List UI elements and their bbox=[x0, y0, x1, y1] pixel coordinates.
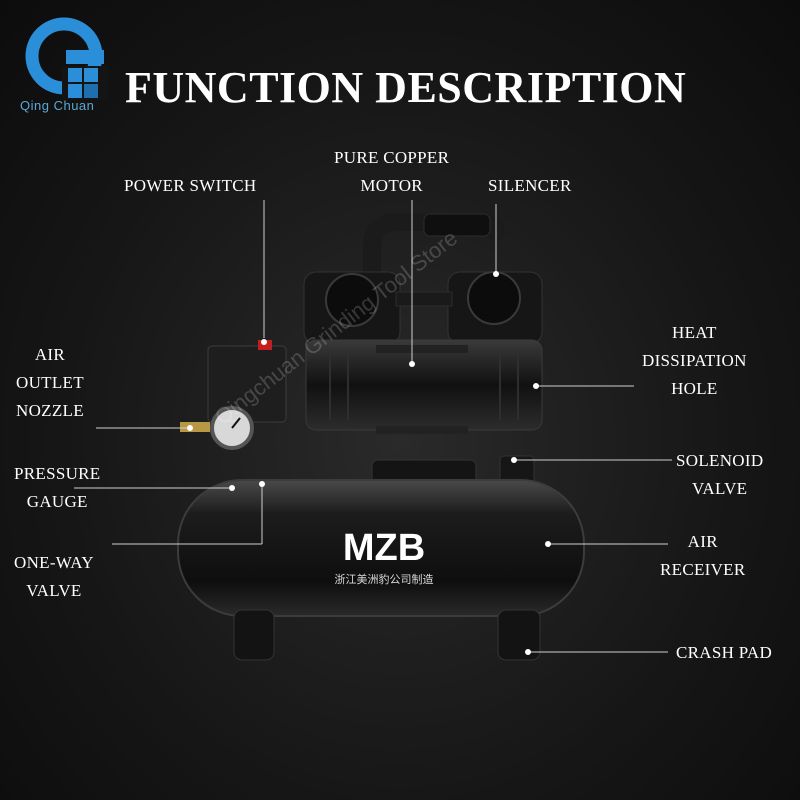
label-line: DISSIPATION bbox=[642, 351, 747, 370]
label-line: VALVE bbox=[26, 581, 82, 600]
label-line: AIR bbox=[687, 532, 718, 551]
label-silencer: SILENCER bbox=[488, 176, 572, 195]
label-air-outlet-nozzle: AIR OUTLET NOZZLE bbox=[16, 341, 84, 425]
label-one-way-valve: ONE-WAY VALVE bbox=[14, 549, 94, 605]
label-solenoid-valve: SOLENOID VALVE bbox=[676, 447, 763, 503]
brand-name: MZB bbox=[343, 527, 425, 569]
qing-chuan-logo bbox=[25, 17, 108, 100]
label-line: PURE COPPER bbox=[334, 148, 450, 167]
label-pressure-gauge: PRESSURE GAUGE bbox=[14, 460, 101, 516]
page-title: FUNCTION DESCRIPTION bbox=[125, 63, 687, 112]
label-pure-copper-motor: PURE COPPER MOTOR bbox=[334, 144, 449, 200]
label-line: SOLENOID bbox=[676, 451, 764, 470]
label-line: HOLE bbox=[671, 379, 718, 398]
label-line: ONE-WAY bbox=[14, 553, 94, 572]
label-line: VALVE bbox=[692, 479, 748, 498]
label-crash-pad: CRASH PAD bbox=[676, 643, 773, 662]
label-line: RECEIVER bbox=[660, 560, 746, 579]
label-line: MOTOR bbox=[360, 176, 423, 195]
label-line: NOZZLE bbox=[16, 401, 84, 420]
label-line: GAUGE bbox=[26, 492, 88, 511]
label-line: OUTLET bbox=[16, 373, 84, 392]
label-line: HEAT bbox=[672, 323, 717, 342]
label-power-switch: POWER SWITCH bbox=[124, 176, 257, 195]
label-heat-dissipation-hole: HEAT DISSIPATION HOLE bbox=[642, 319, 747, 403]
label-line: PRESSURE bbox=[14, 464, 101, 483]
brand-subtitle: 浙江美洲豹公司制造 bbox=[335, 572, 434, 586]
label-line: AIR bbox=[34, 345, 66, 364]
logo-text: Qing Chuan bbox=[20, 98, 95, 113]
label-air-receiver: AIR RECEIVER bbox=[660, 528, 746, 584]
